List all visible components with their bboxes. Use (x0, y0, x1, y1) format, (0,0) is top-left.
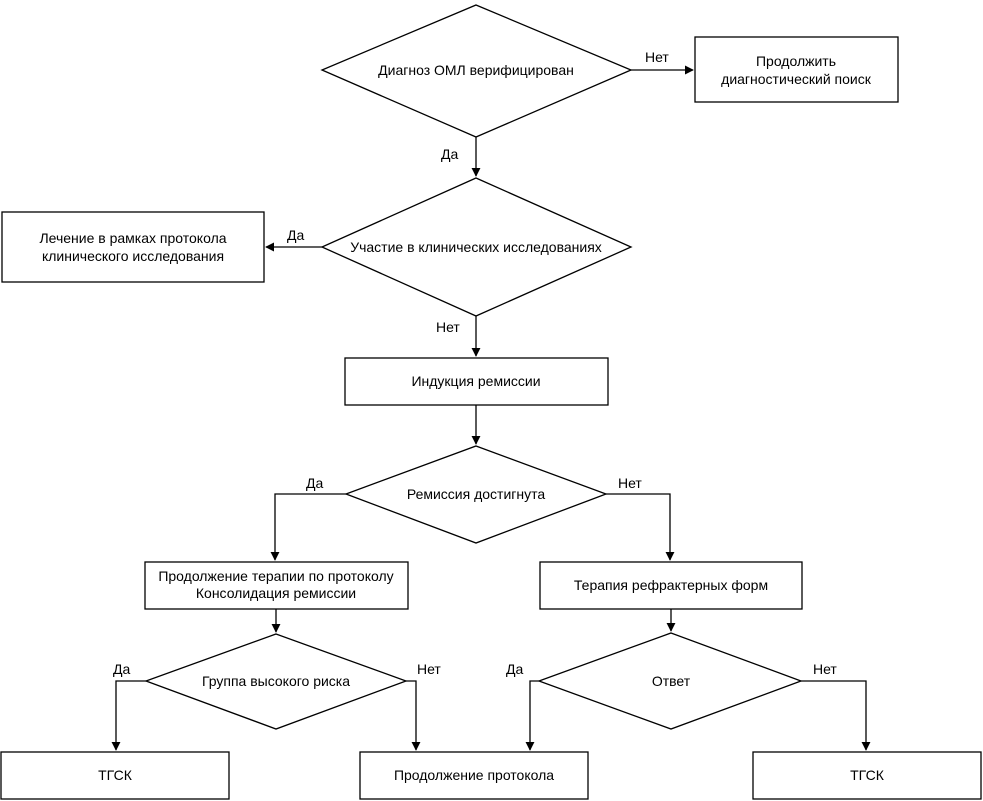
decision-diagnosis-label: Диагноз ОМЛ верифицирован (378, 62, 574, 78)
edge-label-risk-yes: Да (113, 661, 130, 677)
process-continue-search-line2: диагностический поиск (721, 71, 872, 87)
process-refractory: Терапия рефрактерных форм (539, 561, 803, 610)
edges (111, 65, 871, 751)
decision-response: Ответ (537, 632, 803, 730)
decision-remission: Ремиссия достигнута (344, 445, 608, 544)
process-hsct-left: ТГСК (0, 751, 230, 800)
decision-response-label: Ответ (652, 673, 691, 689)
process-trial-treatment-line1: Лечение в рамках протокола (39, 230, 226, 246)
edge-risk-no (406, 680, 421, 751)
process-hsct-right: ТГСК (752, 751, 982, 800)
edge-remission-no (606, 493, 675, 561)
edge-response-no (801, 680, 871, 751)
process-induction: Индукция ремиссии (344, 357, 609, 406)
edge-label-remission-no: Нет (618, 475, 642, 491)
decision-risk-label: Группа высокого риска (202, 673, 350, 689)
process-consolidation-line1: Продолжение терапии по протоколу (158, 568, 393, 584)
process-consolidation: Продолжение терапии по протоколу Консоли… (144, 561, 409, 610)
edge-response-yes (525, 680, 539, 751)
process-trial-treatment: Лечение в рамках протокола клинического … (1, 211, 265, 283)
edge-label-diagnosis-yes: Да (441, 146, 458, 162)
edge-label-risk-no: Нет (417, 661, 441, 677)
process-continue-search-line1: Продолжить (756, 53, 836, 69)
edge-label-trial-no: Нет (436, 319, 460, 335)
edge-label-remission-yes: Да (306, 475, 323, 491)
decision-trial: Участие в клинических исследованиях (320, 177, 633, 317)
decision-trial-label: Участие в клинических исследованиях (350, 239, 602, 255)
edge-remission-yes (270, 493, 346, 561)
edge-label-response-no: Нет (813, 661, 837, 677)
process-refractory-label: Терапия рефрактерных форм (574, 577, 768, 593)
process-induction-label: Индукция ремиссии (411, 373, 540, 389)
process-continue-protocol: Продолжение протокола (359, 751, 589, 800)
decision-remission-label: Ремиссия достигнута (407, 486, 546, 502)
process-continue-protocol-label: Продолжение протокола (394, 767, 554, 783)
process-hsct-right-label: ТГСК (850, 767, 885, 783)
decision-risk: Группа высокого риска (144, 633, 408, 730)
edge-label-trial-yes: Да (287, 227, 304, 243)
process-consolidation-line2: Консолидация ремиссии (196, 585, 356, 601)
process-hsct-left-label: ТГСК (98, 767, 133, 783)
edge-risk-yes (111, 680, 146, 751)
edge-labels: Нет Да Да Нет Да Нет Да Нет Да Нет (113, 49, 837, 677)
edge-label-diagnosis-no: Нет (645, 49, 669, 65)
edge-label-response-yes: Да (506, 661, 523, 677)
decision-diagnosis: Диагноз ОМЛ верифицирован (320, 4, 633, 138)
process-trial-treatment-line2: клинического исследования (42, 248, 224, 264)
process-continue-search: Продолжить диагностический поиск (694, 36, 899, 103)
